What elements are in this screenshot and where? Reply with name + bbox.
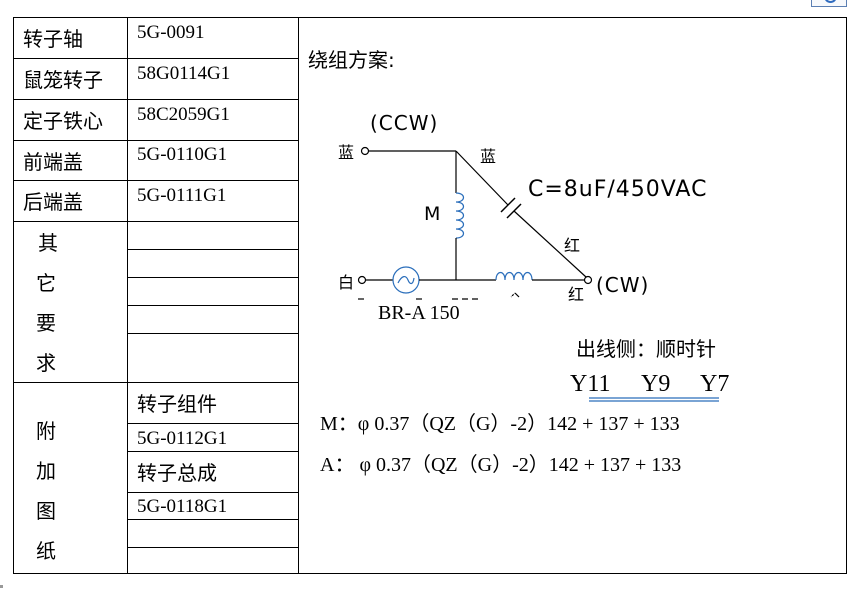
attached-char: 加 (36, 459, 56, 483)
other-req-char: 其 (38, 231, 58, 255)
main-winding-spec: M：φ 0.37（QZ（G）-2）142 + 137 + 133 (320, 413, 680, 435)
blue-top-label: 蓝 (480, 147, 497, 166)
cw-label: (CW) (596, 273, 650, 297)
row-line (13, 58, 298, 59)
part-code-rotor-shaft: 5G-0091 (137, 22, 205, 43)
row-line (13, 140, 298, 141)
terminal-blue (360, 146, 370, 156)
aux-coil (495, 271, 533, 281)
row-line (127, 423, 298, 424)
attached-char: 图 (36, 499, 56, 523)
part-code-front-end-cover: 5G-0110G1 (137, 144, 228, 165)
attached-char: 纸 (36, 539, 56, 563)
blue-left-label: 蓝 (338, 143, 355, 162)
row-line (127, 305, 298, 306)
window-corner-button[interactable] (811, 0, 847, 7)
row-line (13, 221, 298, 222)
red-diag-label: 红 (564, 236, 581, 255)
ccw-label: (CCW) (370, 111, 439, 135)
divider-col-2 (298, 17, 299, 574)
red-right-label: 红 (568, 285, 585, 304)
attached-char: 附 (36, 419, 56, 443)
capacitor-label: C=8uF/450VAC (528, 177, 708, 202)
attached-rotor-final-code: 5G-0118G1 (137, 496, 228, 517)
outlet-side-label: 出线侧：顺时针 (576, 337, 716, 361)
spec-table-frame (13, 17, 847, 574)
aux-winding-spec: A： φ 0.37（QZ（G）-2）142 + 137 + 133 (320, 454, 682, 476)
attached-rotor-assembly-code: 5G-0112G1 (137, 428, 228, 449)
wire-diag-lower (513, 210, 587, 278)
part-code-rear-end-cover: 5G-0111G1 (137, 185, 227, 206)
capacitor-plate-1 (500, 197, 516, 213)
part-label-stator-core: 定子铁心 (23, 109, 103, 133)
other-req-char: 求 (36, 351, 56, 375)
main-coil (455, 192, 465, 239)
part-label-front-end-cover: 前端盖 (23, 150, 83, 174)
slot-y7: Y7 (700, 371, 730, 397)
white-label: 白 (338, 273, 355, 292)
row-line (13, 180, 298, 181)
attached-rotor-final-label: 转子总成 (137, 461, 217, 485)
row-line (127, 451, 298, 452)
part-label-rear-end-cover: 后端盖 (23, 190, 83, 214)
part-code-squirrel-cage-rotor: 58G0114G1 (137, 63, 231, 84)
winding-title: 绕组方案: (308, 48, 395, 72)
row-line (127, 547, 298, 548)
wire-diag-upper (455, 150, 509, 206)
protector-label: BR-A 150 (378, 302, 460, 324)
row-line (127, 333, 298, 334)
row-line (13, 382, 298, 383)
main-coil-label: M (424, 203, 441, 225)
row-line (127, 249, 298, 250)
row-line (127, 492, 298, 493)
aux-coil-label: A (509, 289, 518, 301)
divider-col-1 (127, 17, 128, 574)
slot-y11: Y11 (570, 371, 611, 397)
terminal-white (357, 275, 367, 285)
other-req-char: 要 (36, 311, 56, 335)
row-line (13, 99, 298, 100)
part-label-rotor-shaft: 转子轴 (23, 27, 83, 51)
other-req-char: 它 (36, 271, 56, 295)
attached-rotor-assembly-label: 转子组件 (137, 392, 217, 416)
part-label-squirrel-cage-rotor: 鼠笼转子 (23, 68, 103, 92)
slot-y9: Y9 (641, 371, 671, 397)
part-code-stator-core: 58C2059G1 (137, 104, 230, 125)
row-line (127, 519, 298, 520)
protector-symbol (392, 266, 420, 294)
terminal-red (583, 275, 593, 285)
corner-mark (0, 585, 3, 588)
row-line (127, 277, 298, 278)
